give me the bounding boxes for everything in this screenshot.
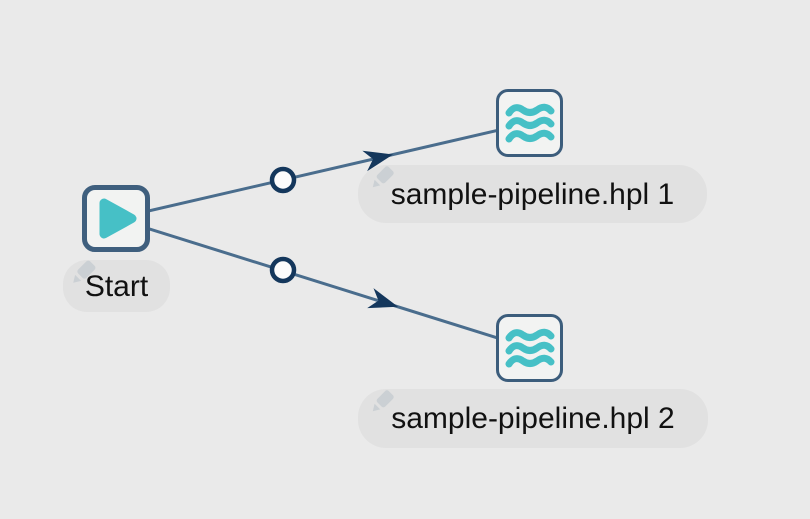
edit-pencil-icon[interactable] [366,386,398,418]
hop-midpoint-handle[interactable] [269,256,297,284]
node-label-text: sample-pipeline.hpl 2 [391,402,675,435]
node-label-text: Start [84,269,149,303]
hop-arrow-icon [362,150,393,172]
node-label-pipeline-2[interactable]: sample-pipeline.hpl 2 [358,389,708,448]
node-pipeline-1[interactable] [496,89,563,157]
node-label-text: sample-pipeline.hpl 1 [390,177,675,211]
hop-arrow-icon [367,288,398,309]
node-label-start[interactable]: Start [63,260,170,312]
node-label-pipeline-1[interactable]: sample-pipeline.hpl 1 [358,165,707,223]
pipeline-waves-icon [505,103,554,142]
pipeline-waves-icon [505,328,554,367]
edit-pencil-icon[interactable] [66,256,100,290]
edit-pencil-icon[interactable] [366,162,398,194]
play-icon [99,198,136,238]
node-start[interactable] [82,185,150,252]
hop-line-start-to-pipeline-1[interactable] [115,121,530,220]
node-pipeline-2[interactable] [496,314,563,382]
hop-line-start-to-pipeline-2[interactable] [115,217,530,350]
hop-midpoint-handle[interactable] [269,166,297,194]
